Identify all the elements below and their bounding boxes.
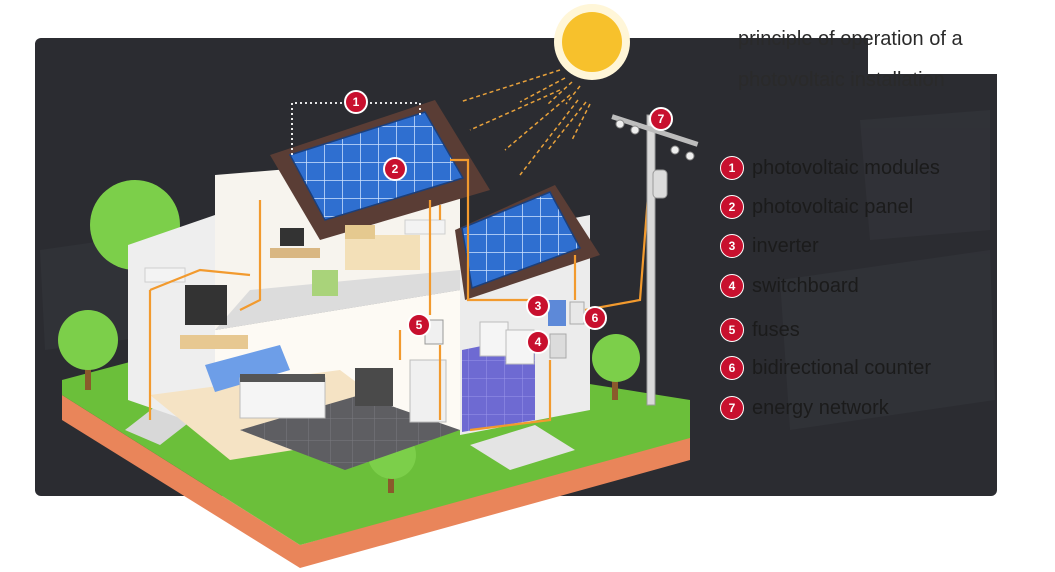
legend-number-badge: 1 — [720, 156, 744, 180]
tree-right — [592, 334, 640, 400]
desk-tv — [280, 228, 304, 246]
air-conditioner-upper — [404, 219, 446, 235]
legend-item-bidirectional-counter: 6 bidirectional counter — [720, 355, 931, 381]
diagram-marker-2: 2 — [383, 157, 407, 181]
bidirectional-meter — [569, 301, 585, 325]
sun-rays — [459, 69, 591, 176]
legend-number-badge: 2 — [720, 195, 744, 219]
legend-label: inverter — [752, 234, 819, 257]
soil — [62, 395, 690, 568]
living-tv — [185, 285, 227, 325]
legend-number-badge: 6 — [720, 356, 744, 380]
diagram-marker-5: 5 — [407, 313, 431, 337]
legend-label: bidirectional counter — [752, 356, 931, 379]
legend-number-badge: 3 — [720, 234, 744, 258]
air-conditioner-lower — [144, 267, 186, 283]
legend-label: photovoltaic modules — [752, 156, 940, 179]
armchair-green — [312, 270, 338, 296]
legend-number-badge: 7 — [720, 396, 744, 420]
tree-left-small — [58, 310, 118, 390]
bed — [345, 235, 420, 270]
stove — [355, 368, 393, 406]
washing-machine — [479, 321, 509, 357]
legend-label: energy network — [752, 396, 889, 419]
diagram-marker-4: 4 — [526, 330, 550, 354]
legend-item-inverter: 3 inverter — [720, 233, 819, 259]
legend-item-switchboard: 4 switchboard — [720, 273, 859, 299]
legend-label: fuses — [752, 318, 800, 341]
legend-number-badge: 4 — [720, 274, 744, 298]
switchboard-box — [549, 333, 567, 359]
kitchen-floor — [240, 395, 460, 470]
title-line-1: principle of operation of a — [738, 28, 963, 50]
legend-item-energy-network: 7 energy network — [720, 395, 889, 421]
legend-label: photovoltaic panel — [752, 195, 914, 218]
tv-cabinet — [180, 335, 248, 349]
legend-label: switchboard — [752, 274, 859, 297]
main-solar-panel — [288, 111, 465, 221]
sun — [562, 12, 622, 72]
diagram-marker-1: 1 — [344, 90, 368, 114]
counter-top — [240, 374, 325, 382]
title-cutout — [868, 38, 998, 74]
diagram-marker-7: 7 — [649, 107, 673, 131]
wiring — [148, 158, 652, 432]
title-line-2: photovoltaic installation — [738, 69, 945, 91]
desk — [270, 248, 320, 258]
upper-floor-slab — [215, 270, 460, 330]
legend-item-fuses: 5 fuses — [720, 317, 800, 343]
sofa — [205, 345, 290, 392]
legend-item-photovoltaic-panel: 2 photovoltaic panel — [720, 194, 913, 220]
utility-pole — [611, 114, 699, 406]
kitchen-counter — [239, 377, 326, 419]
legend-item-photovoltaic-modules: 1 photovoltaic modules — [720, 155, 940, 181]
legend-number-badge: 5 — [720, 318, 744, 342]
bed-pillow — [345, 225, 375, 239]
walkway — [470, 425, 575, 470]
diagram-marker-3: 3 — [526, 294, 550, 318]
diagram-marker-6: 6 — [583, 306, 607, 330]
inverter-box — [548, 300, 566, 326]
